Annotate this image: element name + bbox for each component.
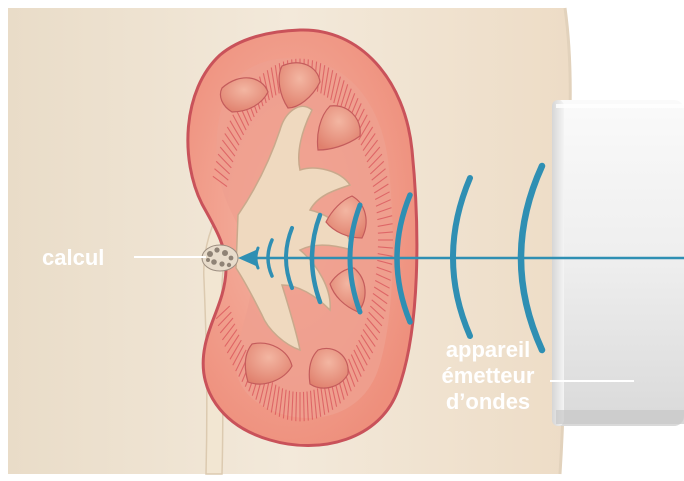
calcul-label: calcul xyxy=(42,245,104,271)
device-label-line-3: d’ondes xyxy=(408,389,568,415)
cortex-texture-line xyxy=(304,392,305,421)
cortex-texture-line xyxy=(296,392,297,421)
kidney xyxy=(188,30,417,446)
kidney-stone xyxy=(202,245,238,271)
device-label: appareil émetteur d’ondes xyxy=(408,337,568,415)
device-label-line-1: appareil xyxy=(408,337,568,363)
wave-emitter-device xyxy=(552,100,684,426)
device-label-line-2: émetteur xyxy=(408,363,568,389)
